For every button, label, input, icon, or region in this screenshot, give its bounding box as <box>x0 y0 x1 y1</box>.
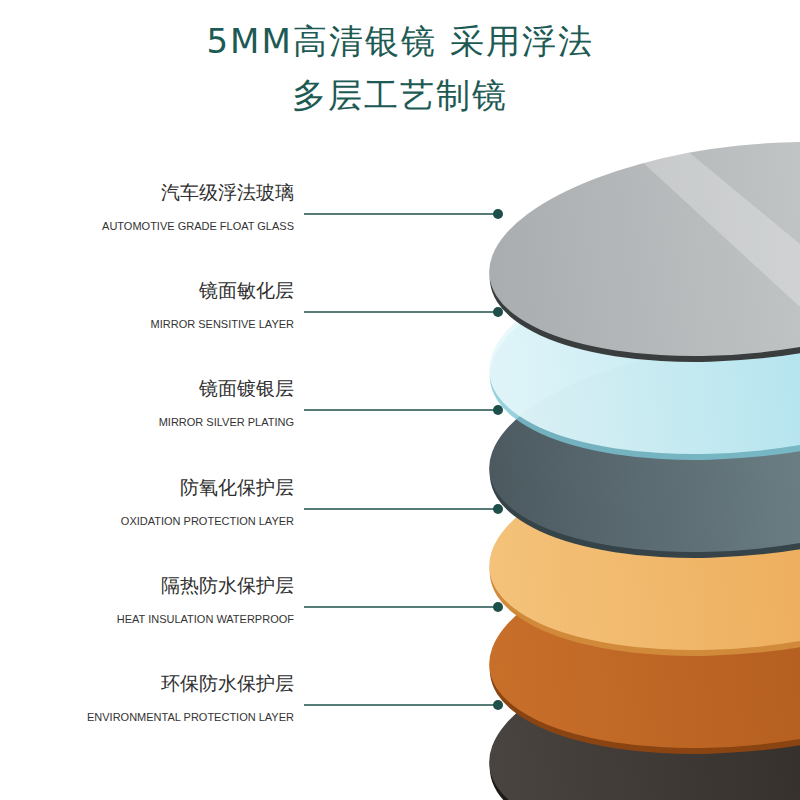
layer-name-english: AUTOMOTIVE GRADE FLOAT GLASS <box>102 220 294 232</box>
layer-name-english: MIRROR SILVER PLATING <box>159 416 294 428</box>
layer-name-english: MIRROR SENSITIVE LAYER <box>151 318 294 330</box>
layer-name: 镜面镀银层 <box>199 376 294 402</box>
layer-name: 镜面敏化层 <box>199 278 294 304</box>
layer-name-english: ENVIRONMENTAL PROTECTION LAYER <box>87 711 294 723</box>
layer-name: 汽车级浮法玻璃 <box>161 180 294 206</box>
layer-name-english: OXIDATION PROTECTION LAYER <box>121 515 294 527</box>
layer-name: 环保防水保护层 <box>161 671 294 697</box>
layer-name: 防氧化保护层 <box>180 475 294 501</box>
layer-name-english: HEAT INSULATION WATERPROOF <box>117 613 294 625</box>
page-title: 5MM高清银镜 采用浮法多层工艺制镜 <box>200 14 600 122</box>
layer-name: 隔热防水保护层 <box>161 573 294 599</box>
